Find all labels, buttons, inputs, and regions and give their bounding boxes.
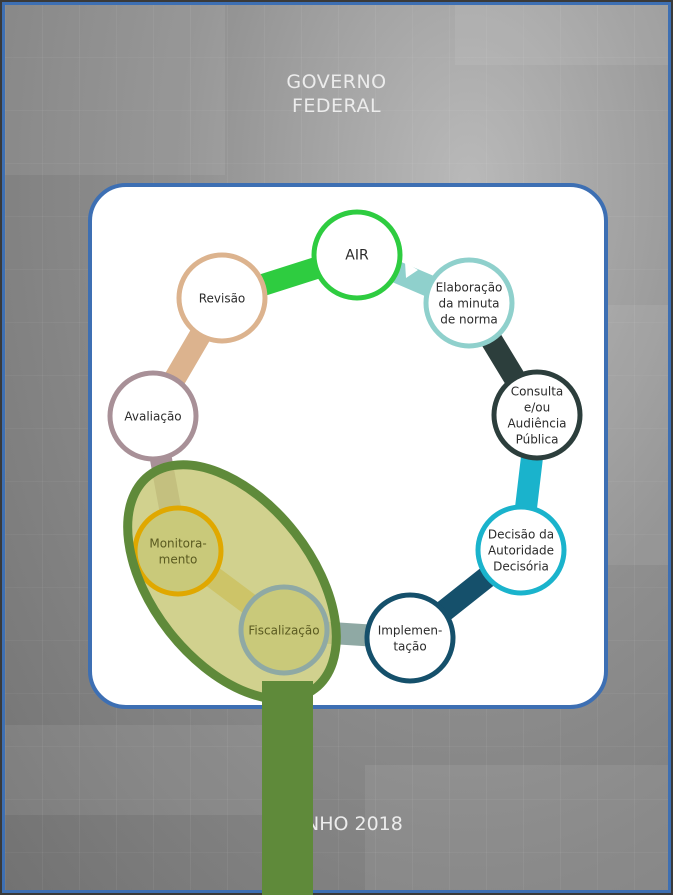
node-label-fiscalizacao: Fiscalização	[248, 624, 319, 638]
node-label-elaboracao: de norma	[440, 313, 498, 327]
highlight-ellipse-outline	[123, 460, 341, 704]
decor-block	[455, 5, 668, 65]
node-implementacao: Implemen-tação	[364, 592, 456, 684]
header-title: GOVERNO FEDERAL	[5, 70, 668, 118]
node-label-monitoramento: Monitora-	[149, 537, 206, 551]
node-label-decisao: Decisória	[493, 560, 549, 574]
node-revisao: Revisão	[176, 252, 268, 344]
node-label-elaboracao: da minuta	[438, 297, 499, 311]
node-label-consulta: Audiência	[507, 417, 566, 431]
node-label-consulta: Consulta	[511, 385, 564, 399]
node-monitoramento: Monitora-mento	[132, 505, 224, 597]
footer-date-text: NHO 2018	[305, 813, 403, 835]
arrow-icon	[405, 262, 418, 278]
node-air: AIR	[311, 209, 403, 301]
node-label-elaboracao: Elaboração	[436, 281, 503, 295]
node-label-consulta: Pública	[516, 433, 559, 447]
node-label-monitoramento: mento	[159, 553, 198, 567]
node-circle-revisao	[176, 252, 268, 344]
decor-block	[5, 725, 265, 815]
node-label-revisao: Revisão	[199, 292, 246, 306]
node-circle-air	[311, 209, 403, 301]
node-circle-consulta	[491, 369, 583, 461]
header-line-1: GOVERNO	[286, 71, 387, 93]
node-elaboracao: Elaboração da minuta de norma	[423, 257, 515, 349]
highlight-stem	[262, 681, 313, 895]
node-fiscalizacao: Fiscalização	[238, 584, 330, 676]
highlight-ellipse-fill	[127, 464, 337, 700]
node-label-decisao: Decisão da	[488, 528, 554, 542]
node-label-implementacao: tação	[393, 640, 426, 654]
node-circle-fiscalizacao	[238, 584, 330, 676]
node-circle-implementacao	[364, 592, 456, 684]
node-label-air: AIR	[345, 248, 369, 264]
node-circle-monitoramento	[132, 505, 224, 597]
node-label-decisao: Autoridade	[488, 544, 554, 558]
node-label-implementacao: Implemen-	[378, 624, 443, 638]
node-avaliacao: Avaliação	[107, 370, 199, 462]
node-circle-elaboracao	[423, 257, 515, 349]
node-label-avaliacao: Avaliação	[124, 410, 181, 424]
decor-block	[365, 765, 668, 890]
node-label-consulta: e/ou	[524, 401, 550, 415]
decor-block	[5, 5, 225, 175]
node-circle-avaliacao	[107, 370, 199, 462]
header-line-2: FEDERAL	[291, 95, 382, 117]
node-circle-decisao	[475, 504, 567, 596]
